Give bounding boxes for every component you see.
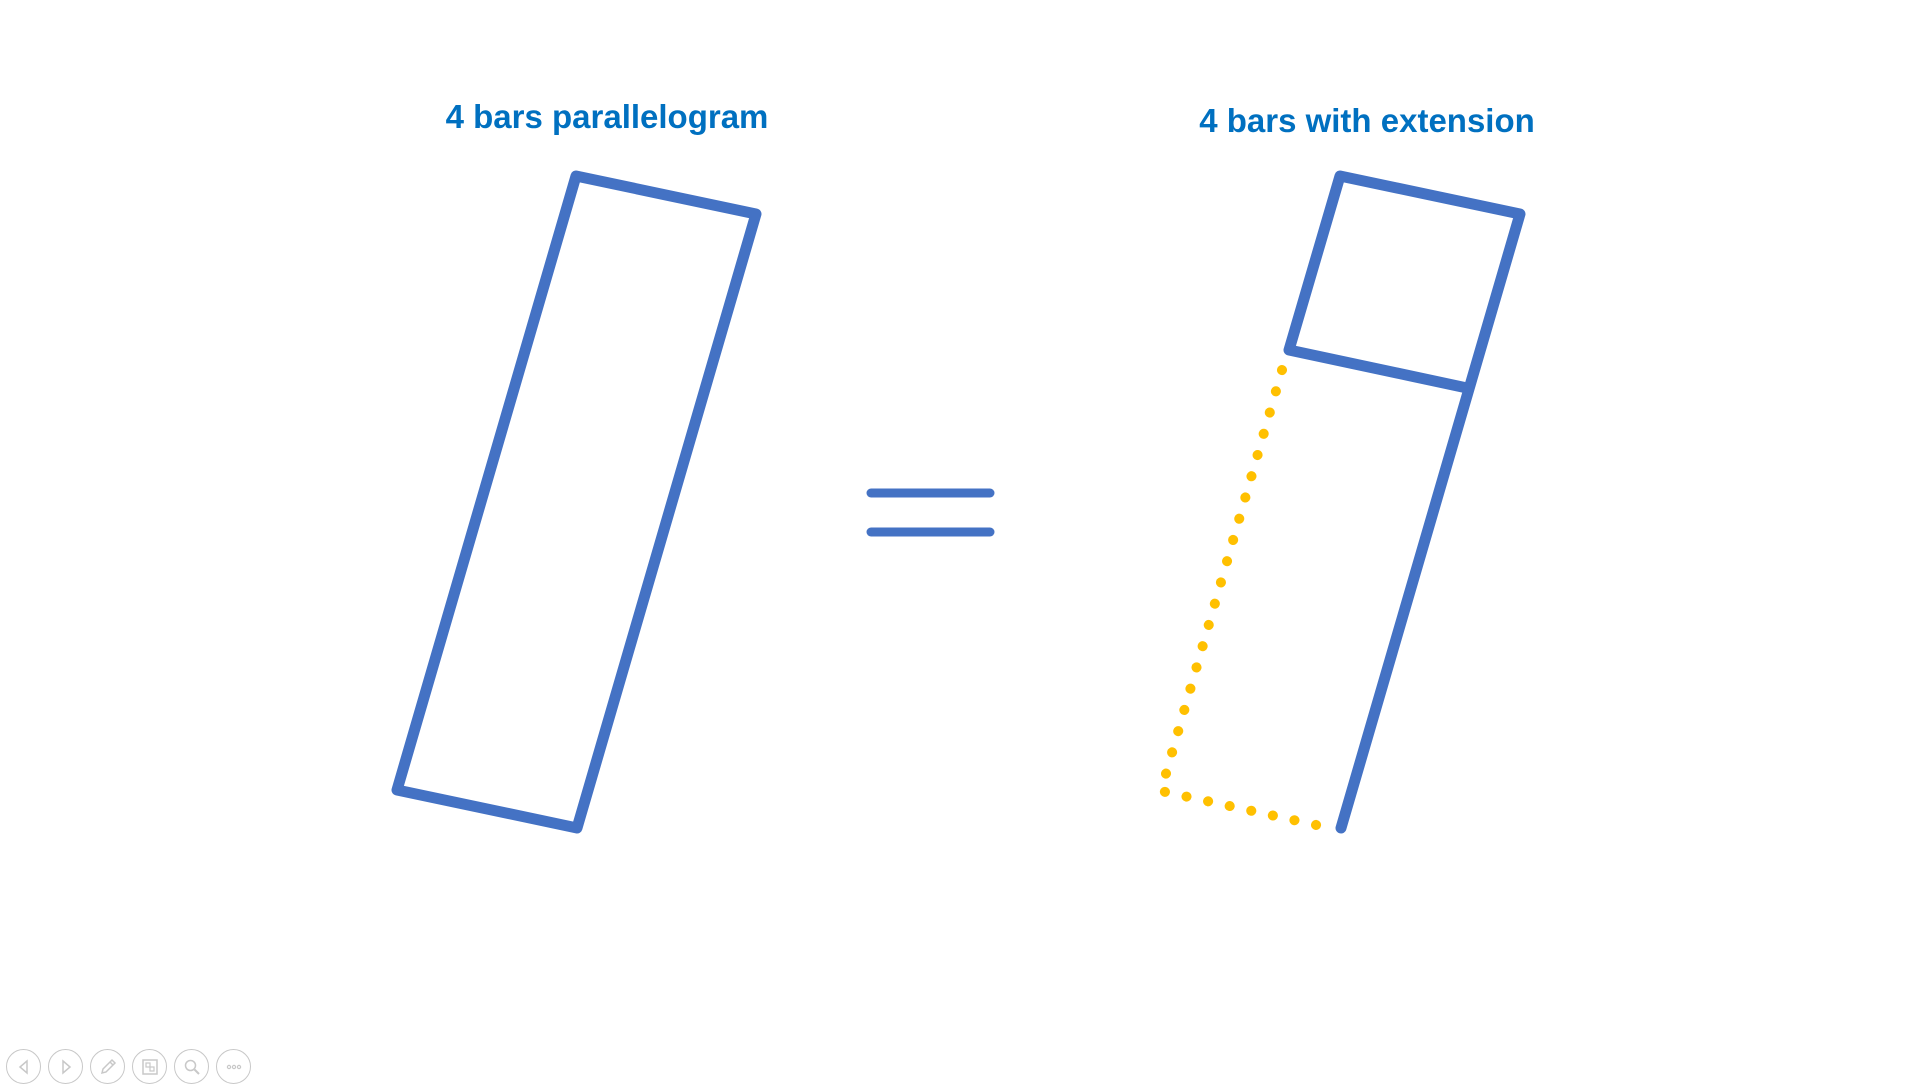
presentation-controls — [6, 1049, 251, 1087]
more-icon — [226, 1064, 241, 1069]
extension-bars — [1283, 170, 1526, 834]
pen-icon — [100, 1058, 116, 1074]
extension-linkage — [1156, 170, 1526, 834]
zoom-button[interactable] — [174, 1049, 209, 1084]
slides-button[interactable] — [132, 1049, 167, 1084]
next-icon — [61, 1058, 71, 1075]
title-parallelogram: 4 bars parallelogram — [445, 98, 769, 135]
next-button[interactable] — [48, 1049, 83, 1084]
more-button[interactable] — [216, 1049, 251, 1084]
previous-icon — [18, 1058, 28, 1075]
parallelogram-bars — [391, 170, 762, 834]
pen-button[interactable] — [90, 1049, 125, 1084]
previous-button[interactable] — [6, 1049, 41, 1084]
slides-icon — [141, 1058, 158, 1075]
equals-sign — [866, 488, 995, 537]
title-extension: 4 bars with extension — [1199, 102, 1535, 139]
zoom-icon — [184, 1059, 200, 1075]
parallelogram-linkage — [391, 170, 762, 834]
extension-dotted-outline — [1156, 365, 1335, 833]
